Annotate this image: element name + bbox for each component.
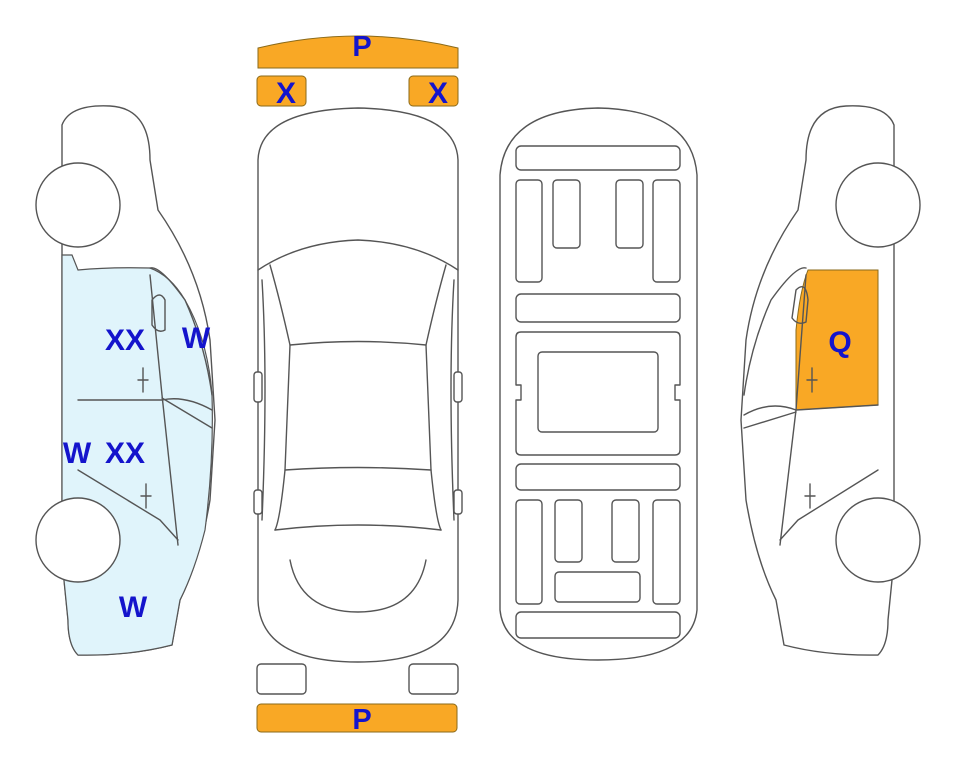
left-lower-rear-door-label: XX [105, 437, 145, 470]
top-view-windshield-top [289, 340, 427, 346]
right-side-rear-door [779, 469, 879, 541]
top-view-right-pillar [425, 264, 447, 531]
underbody-front-crossmember [515, 145, 681, 171]
underbody-front-right-rail [652, 179, 681, 283]
underbody-rear-subframe [515, 463, 681, 491]
top-view-left-mirror[interactable] [253, 371, 263, 403]
rear-left-light[interactable] [256, 663, 307, 695]
underbody-front-subframe [515, 293, 681, 323]
left-side-rear-handle [140, 483, 152, 509]
car-right-side-view: Q [740, 105, 921, 656]
top-view-windshield-base [257, 239, 459, 271]
rear-bumper-label: P [352, 704, 371, 736]
left-lower-front-label: W [63, 437, 92, 470]
front-bumper-label: P [352, 31, 371, 63]
left-upper-front-door-label: XX [105, 324, 145, 357]
underbody-front-left-mount [552, 179, 581, 249]
rear-bumper[interactable] [256, 703, 458, 733]
top-view-left-pillar [269, 264, 291, 531]
left-side-door-split [161, 397, 213, 429]
top-view-rear-window-top [284, 466, 432, 471]
right-side-front-handle [806, 367, 818, 393]
top-view-left-handle [253, 489, 263, 515]
top-view-right-window [450, 279, 455, 521]
underbody-floor-pan [537, 351, 659, 433]
underbody-floor-tunnel [515, 331, 681, 456]
front-bumper-group: P X X [256, 31, 459, 110]
right-side-door-split [743, 411, 797, 429]
left-rear-quarter-label: W [119, 591, 148, 624]
top-view-body[interactable] [257, 107, 459, 663]
front-left-fog-part[interactable] [256, 75, 307, 107]
car-left-side-view: XX W W XX W [35, 105, 216, 656]
left-pillar-label: W [182, 322, 211, 355]
right-side-a-pillar [743, 267, 807, 396]
front-right-fog-label: X [428, 77, 448, 110]
top-view-trunk [289, 559, 427, 613]
left-side-front-handle [137, 367, 149, 393]
underbody-front-right-mount [615, 179, 644, 249]
left-side-window-sill [77, 398, 213, 411]
left-side-a-pillar [149, 267, 213, 396]
left-side-front-wheel[interactable] [35, 162, 121, 248]
left-side-rear-wheel[interactable] [35, 497, 121, 583]
underbody-rear-right-mount [611, 499, 640, 563]
underbody-rear-axle [554, 571, 641, 603]
right-side-window-sill [743, 404, 879, 416]
right-side-rear-handle [804, 483, 816, 509]
left-side-door-edge-front [149, 274, 179, 546]
front-right-fog-part[interactable] [408, 75, 459, 107]
top-view-right-mirror[interactable] [453, 371, 463, 403]
underbody-rear-left-rail [515, 499, 543, 605]
right-side-rear-wheel[interactable] [835, 497, 921, 583]
right-front-door-label: Q [828, 326, 851, 359]
underbody-rear-crossmember [515, 611, 681, 639]
underbody-rear-right-rail [652, 499, 681, 605]
right-side-front-wheel[interactable] [835, 162, 921, 248]
left-side-rear-door [77, 469, 179, 541]
car-top-view [253, 107, 463, 663]
underbody-front-left-rail [515, 179, 543, 283]
underbody-outline[interactable] [499, 107, 698, 661]
front-left-fog-label: X [276, 77, 296, 110]
top-view-left-window [261, 279, 266, 521]
rear-bumper-group: P [256, 663, 459, 736]
left-side-mirror [151, 294, 166, 332]
underbody-rear-left-mount [554, 499, 583, 563]
right-side-mirror [791, 286, 809, 325]
top-view-rear-window-base [274, 524, 442, 531]
top-view-right-handle [453, 489, 463, 515]
car-underbody-view [499, 107, 698, 661]
front-bumper[interactable] [257, 35, 459, 69]
rear-right-light[interactable] [408, 663, 459, 695]
